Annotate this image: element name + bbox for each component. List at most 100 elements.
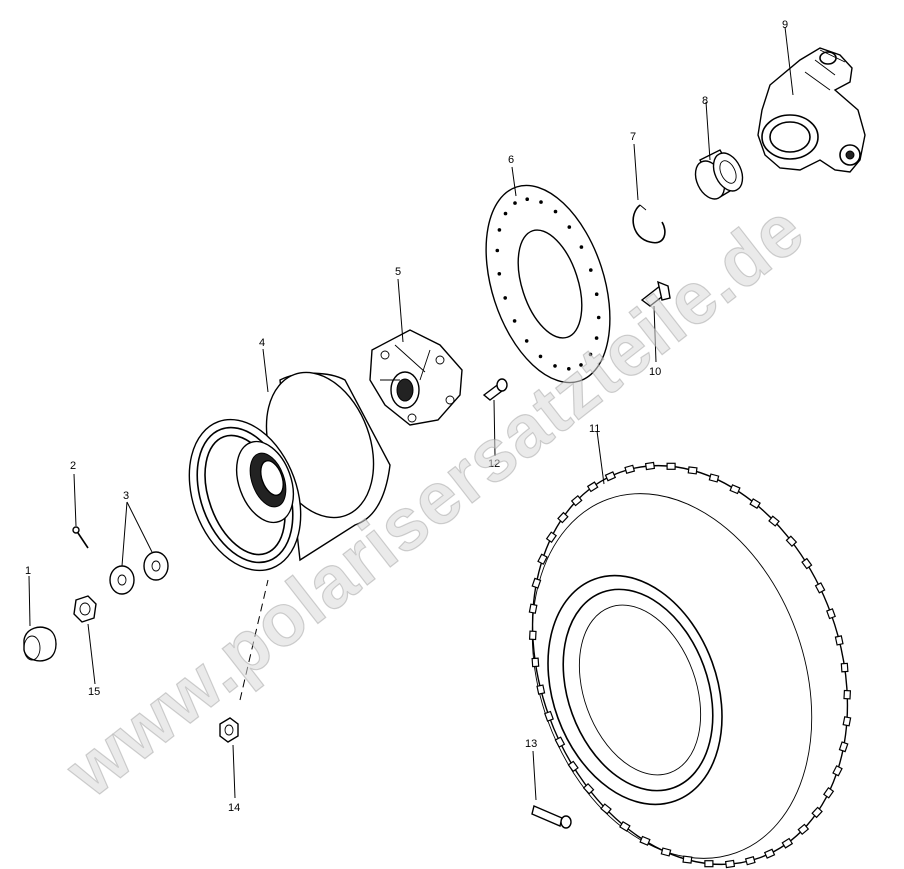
callout-5: 5	[395, 266, 401, 278]
tread-lug	[797, 823, 810, 836]
tread-lug	[536, 684, 546, 695]
callout-12: 12	[488, 458, 500, 470]
part-6-brake-disc	[485, 184, 611, 384]
disc-hole	[579, 363, 583, 367]
tread-lug	[781, 837, 794, 849]
tread-lug	[811, 806, 823, 819]
tread-lug	[843, 689, 852, 700]
disc-hole	[588, 352, 593, 357]
callout-11: 11	[589, 423, 600, 435]
part-7-snap-ring	[632, 204, 666, 244]
tread-lug	[729, 484, 741, 495]
part-11-tire	[528, 461, 852, 869]
tread-lug	[639, 835, 651, 846]
part-13-bolt	[531, 805, 572, 829]
disc-hole	[524, 339, 529, 343]
callout-labels: 1 2 3 4 5 6 7 8 9 10 11 12 13 14 15	[25, 19, 788, 814]
disc-hole	[553, 209, 558, 214]
callout-15: 15	[88, 686, 100, 698]
disc-hole	[579, 245, 584, 249]
tread-lug	[586, 481, 599, 493]
tread-lug	[582, 782, 595, 795]
tread-lug	[832, 765, 843, 777]
part-10-bolt	[640, 280, 671, 307]
callout-10: 10	[649, 366, 661, 378]
callout-1: 1	[25, 565, 31, 577]
disc-hole	[497, 228, 502, 232]
tread-lug	[838, 741, 849, 753]
tread-lug	[823, 786, 835, 799]
callout-4: 4	[259, 337, 265, 349]
callout-14: 14	[228, 802, 240, 814]
tread-lug	[687, 466, 698, 475]
tread-lug	[567, 760, 579, 773]
disc-hole	[497, 272, 502, 276]
tread-lug	[531, 577, 542, 589]
tread-lug	[840, 662, 849, 673]
tread-lug	[604, 471, 617, 482]
tread-lug	[744, 855, 756, 866]
tread-lug	[545, 531, 557, 544]
part-8-bearing	[694, 149, 744, 200]
tread-lug	[834, 635, 844, 646]
tread-lug	[531, 657, 540, 668]
disc-hole	[538, 354, 543, 359]
disc-hole	[539, 200, 543, 204]
part-12-stud	[482, 378, 508, 401]
tread-lug	[537, 553, 548, 565]
tread-lug	[801, 557, 813, 570]
tread-lug	[644, 461, 656, 471]
callout-2: 2	[70, 460, 76, 472]
part-2-cotter-pin	[72, 526, 89, 549]
part-1-hub-cap	[23, 626, 57, 662]
disc-hole	[525, 197, 529, 201]
disc-hole	[594, 336, 599, 340]
tread-lug	[528, 603, 538, 614]
part-15-nut	[73, 595, 97, 623]
tread-lug	[624, 464, 636, 475]
callout-13: 13	[525, 738, 537, 750]
disc-hole	[495, 248, 500, 253]
part-9-knuckle	[757, 47, 866, 173]
tread-lug	[826, 608, 836, 620]
tread-lug	[763, 848, 776, 859]
disc-hole	[503, 211, 508, 216]
tread-lug	[600, 803, 612, 815]
tread-lug	[544, 710, 554, 722]
disc-hole	[503, 296, 508, 300]
leader-lines	[28, 26, 794, 801]
tread-lug	[708, 473, 720, 483]
tread-lug	[842, 716, 852, 727]
disc-hole	[594, 292, 599, 297]
disc-hole	[553, 364, 557, 368]
disc-hole	[589, 268, 593, 272]
tread-lug	[660, 847, 672, 857]
callout-6: 6	[508, 154, 514, 166]
tread-lug	[554, 736, 566, 748]
tread-lug	[570, 494, 583, 507]
part-14-lug-nut	[219, 717, 239, 743]
tread-lug	[704, 860, 714, 868]
tread-lug	[768, 515, 780, 527]
tread-lug	[814, 582, 826, 594]
disc-hole	[567, 225, 572, 229]
tread-lug	[528, 630, 537, 641]
tread-lug	[682, 855, 693, 864]
tread-lug	[724, 859, 736, 869]
tread-lug	[749, 498, 761, 510]
callout-9: 9	[782, 19, 788, 31]
part-4-rim	[188, 371, 391, 572]
tread-lug	[557, 511, 569, 524]
disc-hole	[513, 201, 517, 205]
disc-hole	[596, 315, 601, 320]
part-3-washers	[109, 551, 169, 595]
disc-hole	[512, 319, 517, 323]
callout-3: 3	[123, 490, 129, 502]
callout-7: 7	[630, 131, 636, 143]
disc-hole	[567, 367, 571, 371]
callout-8: 8	[702, 95, 708, 107]
tread-lug	[785, 535, 798, 548]
tread-lug	[666, 462, 676, 470]
tread-lug	[619, 820, 631, 832]
